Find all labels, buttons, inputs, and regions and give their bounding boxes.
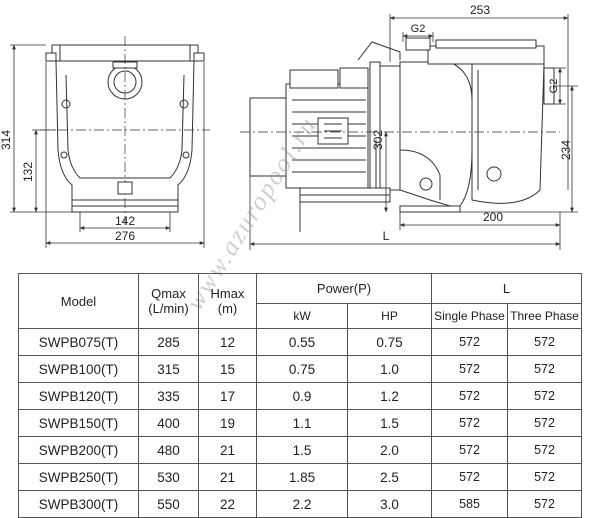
cell-single-phase: 572 <box>431 382 508 410</box>
cell-qmax: 530 <box>138 463 199 491</box>
cell-hmax: 19 <box>198 409 257 437</box>
cell-hmax: 21 <box>198 463 257 491</box>
cell-qmax: 480 <box>138 436 199 464</box>
cell-three-phase: 572 <box>506 382 583 410</box>
cell-hmax: 22 <box>198 490 257 518</box>
cell-kw: 0.75 <box>256 355 348 383</box>
cell-qmax: 400 <box>138 409 199 437</box>
cell-hmax: 15 <box>198 355 257 383</box>
cell-qmax: 335 <box>138 382 199 410</box>
cell-kw: 0.55 <box>256 328 348 356</box>
dim-side-base-length: 200 <box>483 210 503 224</box>
cell-hmax: 12 <box>198 328 257 356</box>
side-dimensions <box>249 14 578 250</box>
header-l: L <box>430 273 583 304</box>
dim-side-shaft-height: 302 <box>371 130 385 150</box>
cell-three-phase: 572 <box>506 328 583 356</box>
cell-single-phase: 572 <box>431 328 508 356</box>
front-dimensions <box>10 44 205 248</box>
cell-kw: 1.1 <box>256 409 348 437</box>
cell-hmax: 17 <box>198 382 257 410</box>
cell-qmax: 315 <box>138 355 199 383</box>
table-row: SWPB200(T) 480 21 1.5 2.0 572 572 <box>18 436 583 464</box>
cell-hp: 2.0 <box>347 436 432 464</box>
dim-front-total-width: 276 <box>115 229 135 243</box>
cell-three-phase: 572 <box>506 463 583 491</box>
cell-qmax: 550 <box>138 490 199 518</box>
header-three-phase: Three Phase <box>506 303 583 329</box>
table-row: SWPB300(T) 550 22 2.2 3.0 585 572 <box>18 490 583 518</box>
cell-hp: 1.0 <box>347 355 432 383</box>
dim-front-base-height: 132 <box>21 162 35 182</box>
cell-three-phase: 572 <box>506 409 583 437</box>
cell-hp: 1.5 <box>347 409 432 437</box>
header-power: Power(P) <box>256 273 432 304</box>
cell-model: SWPB150(T) <box>18 409 139 437</box>
dim-front-inner-width: 142 <box>115 214 135 228</box>
header-qmax: Qmax(L/min) <box>138 273 199 329</box>
header-kw: kW <box>256 303 348 329</box>
table-row: SWPB100(T) 315 15 0.75 1.0 572 572 <box>18 355 583 383</box>
dim-side-total-length: L <box>383 229 390 243</box>
cell-kw: 1.85 <box>256 463 348 491</box>
dim-front-height: 314 <box>0 130 13 150</box>
table-row: SWPB150(T) 400 19 1.1 1.5 572 572 <box>18 409 583 437</box>
cell-qmax: 285 <box>138 328 199 356</box>
cell-model: SWPB200(T) <box>18 436 139 464</box>
table-row: SWPB120(T) 335 17 0.9 1.2 572 572 <box>18 382 583 410</box>
cell-single-phase: 572 <box>431 355 508 383</box>
table-row: SWPB075(T) 285 12 0.55 0.75 572 572 <box>18 328 583 356</box>
dim-outlet-thread: G2 <box>548 79 560 94</box>
cell-single-phase: 572 <box>431 436 508 464</box>
cell-kw: 2.2 <box>256 490 348 518</box>
front-view <box>40 36 210 225</box>
cell-hp: 1.2 <box>347 382 432 410</box>
header-model: Model <box>18 273 139 329</box>
dim-side-top-length: 253 <box>470 3 490 17</box>
spec-table: Model Qmax(L/min) Hmax(m) Power(P) L kW … <box>18 273 583 518</box>
dim-inlet-thread: G2 <box>411 23 426 35</box>
cell-kw: 1.5 <box>256 436 348 464</box>
cell-hp: 3.0 <box>347 490 432 518</box>
cell-single-phase: 572 <box>431 463 508 491</box>
table-row: SWPB250(T) 530 21 1.85 2.5 572 572 <box>18 463 583 491</box>
header-hp: HP <box>347 303 432 329</box>
pump-drawing: 314 132 142 276 <box>0 3 578 250</box>
cell-model: SWPB250(T) <box>18 463 139 491</box>
header-hmax: Hmax(m) <box>198 273 257 329</box>
header-single-phase: Single Phase <box>431 303 508 329</box>
cell-single-phase: 572 <box>431 409 508 437</box>
dim-side-right-height: 234 <box>559 140 573 160</box>
cell-three-phase: 572 <box>506 355 583 383</box>
cell-single-phase: 585 <box>431 490 508 518</box>
cell-hp: 2.5 <box>347 463 432 491</box>
cell-model: SWPB075(T) <box>18 328 139 356</box>
cell-model: SWPB100(T) <box>18 355 139 383</box>
cell-three-phase: 572 <box>506 436 583 464</box>
cell-three-phase: 572 <box>506 490 583 518</box>
cell-model: SWPB300(T) <box>18 490 139 518</box>
cell-model: SWPB120(T) <box>18 382 139 410</box>
side-view <box>240 37 560 232</box>
cell-hmax: 21 <box>198 436 257 464</box>
cell-kw: 0.9 <box>256 382 348 410</box>
cell-hp: 0.75 <box>347 328 432 356</box>
